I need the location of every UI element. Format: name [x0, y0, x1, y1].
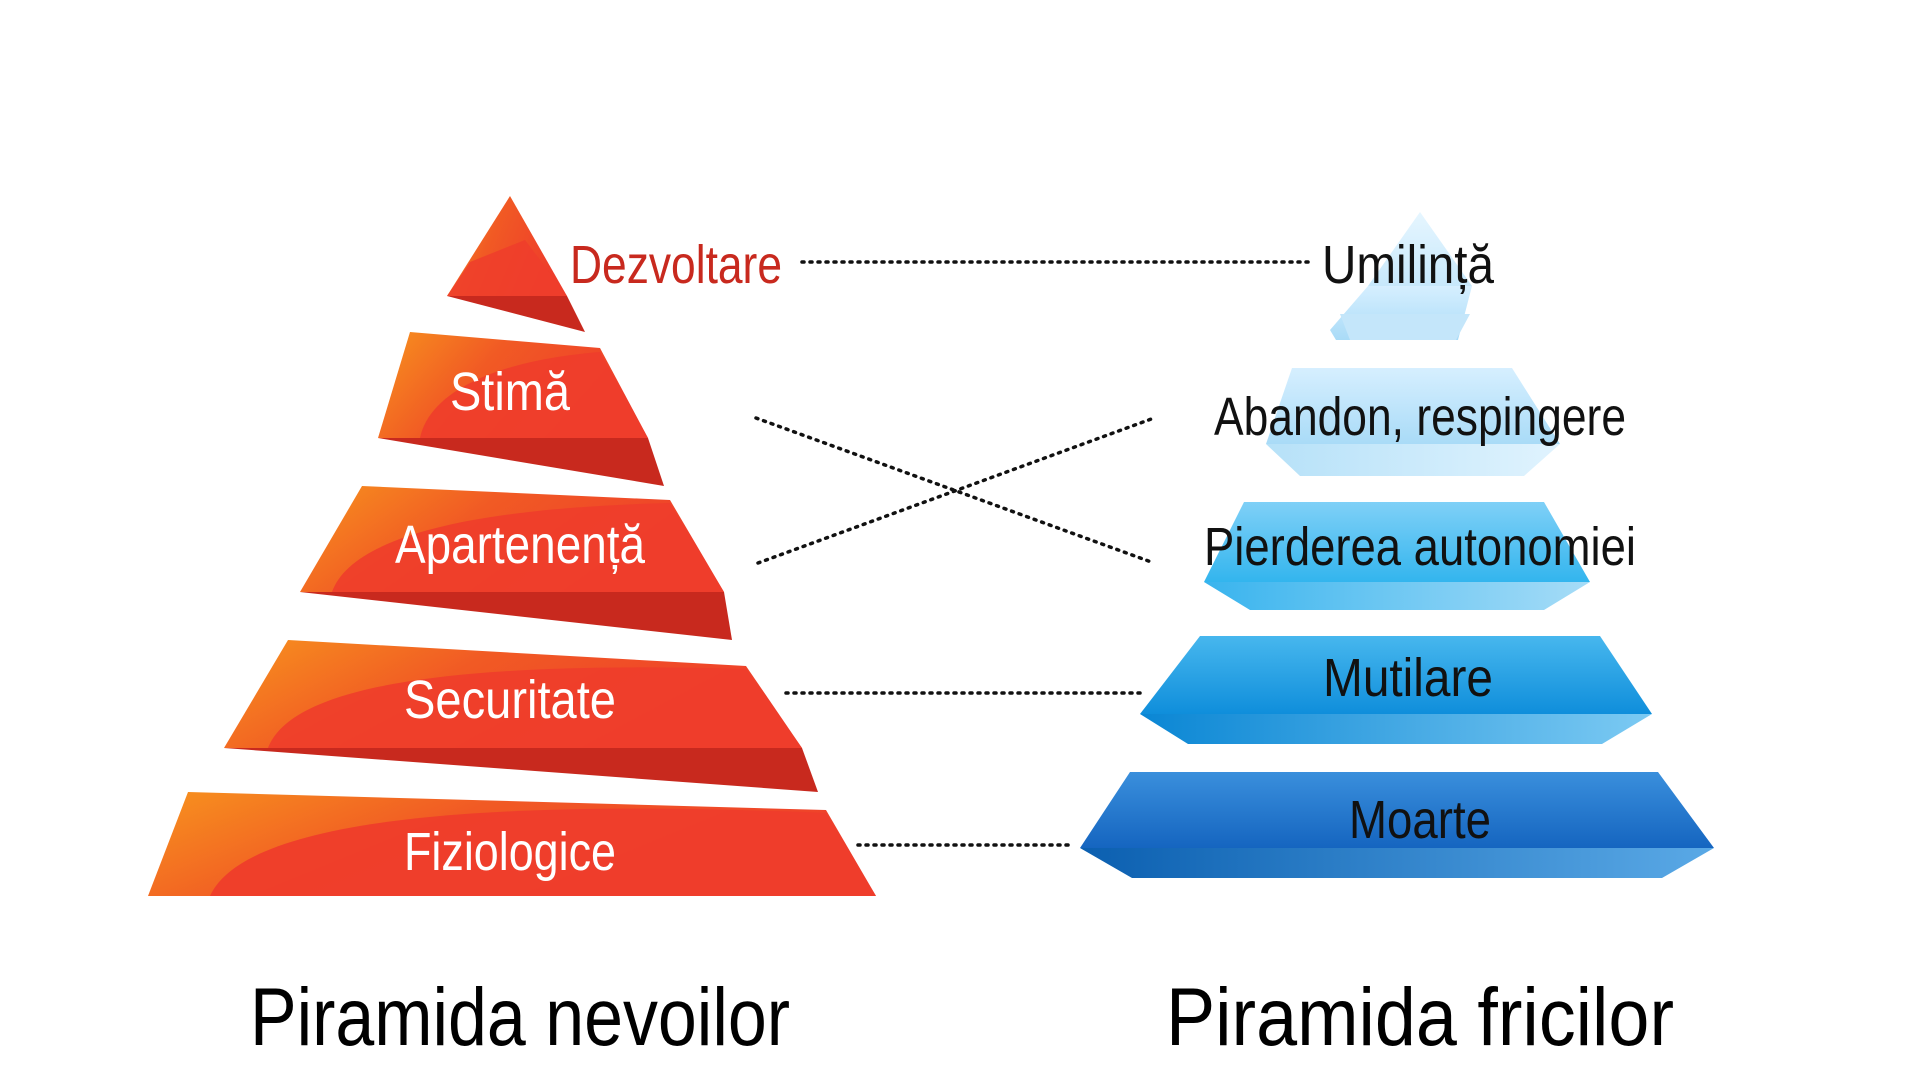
fear-label-3: Pierderea autonomiei: [1204, 517, 1636, 577]
need-label-4: Securitate: [404, 670, 616, 730]
fear-label-4: Mutilare: [1323, 648, 1493, 708]
fear-level-mutilare: [1140, 636, 1652, 744]
connector-apartenenta-abandon: [756, 416, 1156, 565]
fear-level-autonomie: [1204, 502, 1590, 610]
needs-pyramid: [148, 196, 876, 896]
connectors: [754, 260, 1310, 847]
connector-stima-autonomie: [754, 416, 1156, 565]
fear-label-5: Moarte: [1349, 790, 1491, 850]
need-labels: Dezvoltare Stimă Apartenență Securitate …: [395, 235, 782, 882]
fear-labels: Umilință Abandon, respingere Pierderea a…: [1204, 235, 1636, 850]
need-label-1: Dezvoltare: [570, 235, 782, 295]
need-label-3: Apartenență: [395, 515, 646, 575]
fear-label-1: Umilință: [1322, 235, 1495, 295]
need-label-5: Fiziologice: [404, 822, 616, 882]
fears-pyramid: [1080, 212, 1714, 878]
fear-label-2: Abandon, respingere: [1214, 387, 1626, 447]
fear-level-abandon: [1266, 368, 1560, 476]
need-level-dezvoltare: [447, 196, 585, 332]
fear-level-moarte: [1080, 772, 1714, 878]
needs-caption: Piramida nevoilor: [250, 972, 790, 1063]
fears-caption: Piramida fricilor: [1166, 972, 1674, 1063]
need-level-fiziologice: [148, 792, 876, 896]
need-label-2: Stimă: [450, 362, 571, 422]
need-level-securitate: [224, 640, 818, 792]
need-level-stima: [378, 332, 664, 486]
need-level-apartenenta: [300, 486, 732, 640]
fear-level-umilinta: [1330, 212, 1472, 340]
